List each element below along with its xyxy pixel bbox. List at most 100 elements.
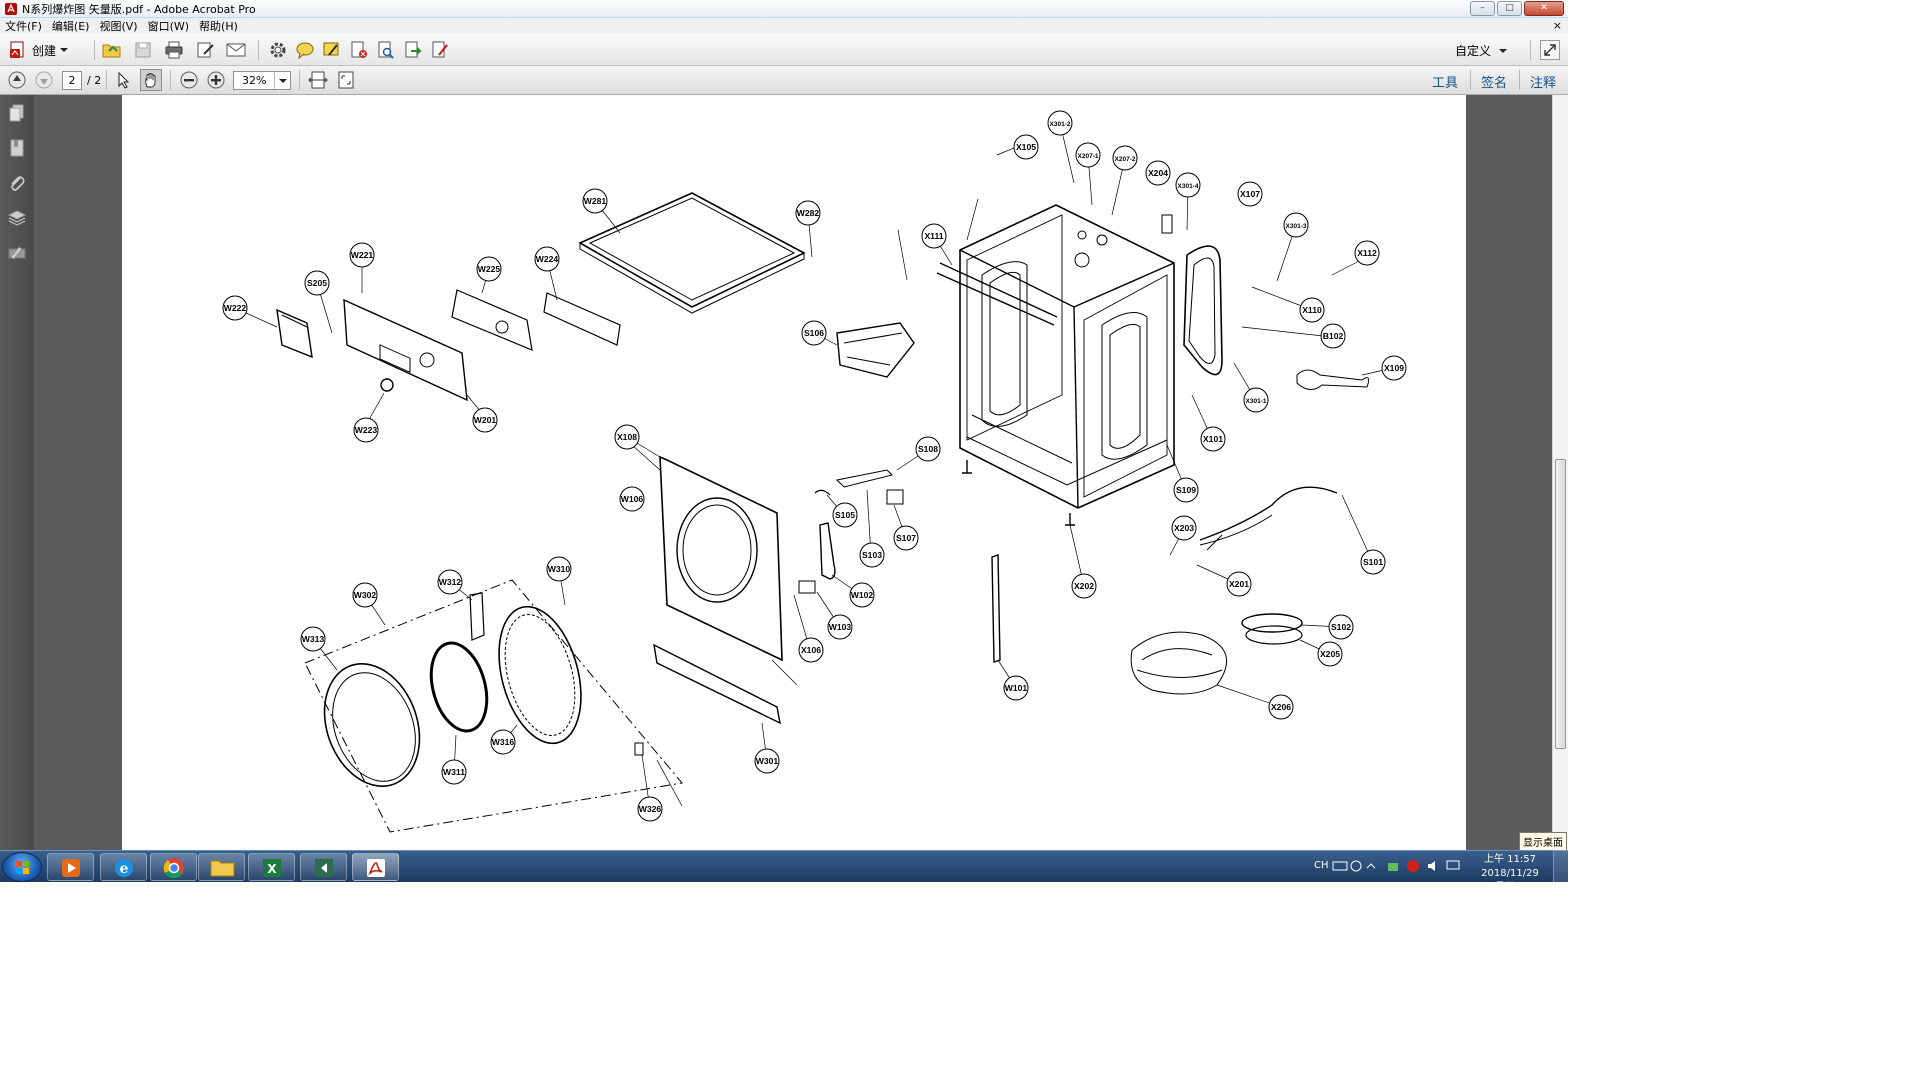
- part-callout: X109: [1381, 355, 1407, 381]
- part-callout-label: X201: [1229, 579, 1249, 589]
- part-callout-label: X105: [1016, 142, 1036, 152]
- redact-icon[interactable]: [349, 40, 369, 60]
- wrench-tool: [1296, 369, 1370, 390]
- fit-page-icon[interactable]: [336, 70, 356, 90]
- show-desktop-button[interactable]: [1553, 850, 1568, 882]
- chrome-icon: [163, 858, 184, 879]
- edit-document-icon[interactable]: [196, 40, 216, 60]
- hand-tool-icon[interactable]: [140, 69, 162, 91]
- language-indicator[interactable]: CH: [1314, 860, 1329, 871]
- zoom-out-button[interactable]: [179, 70, 199, 90]
- attachment-icon[interactable]: [7, 173, 27, 193]
- page-thumbnails-icon[interactable]: [7, 103, 27, 123]
- previous-page-button[interactable]: [7, 70, 27, 90]
- toolbar-divider: [170, 70, 171, 90]
- cabinet-frame: [936, 204, 1175, 509]
- start-button[interactable]: [2, 852, 42, 882]
- part-callout: W103: [827, 614, 853, 640]
- leveling-foot: [962, 460, 972, 474]
- part-callout-label: W225: [478, 264, 501, 274]
- taskbar-media-player[interactable]: [47, 853, 94, 881]
- part-callout: X301-4: [1175, 172, 1201, 198]
- select-cursor-icon[interactable]: [113, 70, 133, 90]
- antivirus-icon[interactable]: [1406, 859, 1420, 873]
- export-document-icon[interactable]: [403, 40, 423, 60]
- layers-icon[interactable]: [7, 208, 27, 228]
- tab-tools[interactable]: 工具: [1432, 76, 1459, 91]
- part-callout-label: S107: [896, 533, 916, 543]
- taskbar-ie[interactable]: e: [100, 853, 147, 881]
- part-callout-label: W101: [1005, 683, 1028, 693]
- menu-help[interactable]: 帮助(H): [199, 20, 238, 33]
- door-assembly-boundary: [304, 579, 683, 833]
- customize-dropdown[interactable]: 自定义: [1455, 42, 1508, 59]
- save-icon[interactable]: [133, 40, 153, 60]
- power-cord: [1199, 486, 1338, 541]
- fit-width-icon[interactable]: [308, 70, 328, 90]
- minimize-button[interactable]: –: [1470, 1, 1495, 16]
- part-callout: S102: [1328, 614, 1354, 640]
- chevron-down-icon[interactable]: [274, 72, 290, 89]
- zoom-level-select[interactable]: 32%: [233, 71, 291, 90]
- bookmarks-icon[interactable]: [7, 138, 27, 158]
- gear-icon[interactable]: [268, 40, 288, 60]
- document-search-icon[interactable]: [376, 40, 396, 60]
- tab-comment[interactable]: 注释: [1530, 76, 1557, 91]
- display-icon[interactable]: [1446, 859, 1460, 873]
- volume-icon[interactable]: [1426, 859, 1440, 873]
- part-callout-label: W221: [351, 250, 374, 260]
- scrollbar-thumb[interactable]: [1555, 459, 1566, 749]
- svg-text:X: X: [267, 862, 277, 876]
- page-number-input[interactable]: 2: [62, 71, 82, 90]
- network-icon[interactable]: [1386, 859, 1400, 873]
- part-callout: S103: [859, 542, 885, 568]
- taskbar-chrome[interactable]: [150, 853, 197, 881]
- keyboard-icon[interactable]: [1332, 860, 1348, 872]
- sign-document-icon[interactable]: [430, 40, 450, 60]
- main-toolbar: 创建 自定义: [0, 34, 1568, 66]
- taskbar-acrobat[interactable]: [352, 853, 399, 881]
- next-page-button[interactable]: [34, 70, 54, 90]
- menu-window[interactable]: 窗口(W): [147, 20, 190, 33]
- vertical-scrollbar[interactable]: [1552, 95, 1568, 850]
- part-callout: W302: [352, 582, 378, 608]
- menu-file[interactable]: 文件(F): [5, 20, 42, 33]
- close-button[interactable]: ✕: [1524, 1, 1564, 16]
- print-icon[interactable]: [164, 40, 184, 60]
- system-tray: CH: [1310, 851, 1568, 883]
- svg-text:e: e: [120, 861, 129, 877]
- taskbar-excel[interactable]: X: [248, 853, 295, 881]
- menu-edit[interactable]: 编辑(E): [51, 20, 90, 33]
- part-callout: S205: [304, 270, 330, 296]
- signatures-icon[interactable]: [7, 243, 27, 263]
- part-callout: S108: [915, 436, 941, 462]
- part-callout-label: X204: [1148, 168, 1168, 178]
- comment-bubble-icon[interactable]: [295, 40, 315, 60]
- tab-sign[interactable]: 签名: [1481, 76, 1508, 91]
- email-icon[interactable]: [226, 40, 246, 60]
- taskbar-app[interactable]: [300, 853, 347, 881]
- acrobat-app-icon[interactable]: [4, 2, 18, 16]
- help-icon[interactable]: [1350, 859, 1362, 873]
- highlight-icon[interactable]: [322, 40, 342, 60]
- open-folder-icon[interactable]: [102, 40, 122, 60]
- arrow-down-icon: [35, 71, 53, 89]
- part-callout: W301: [754, 748, 780, 774]
- navigation-pane: [0, 95, 34, 850]
- part-callout: S109: [1173, 477, 1199, 503]
- part-callout-label: X301-1: [1246, 398, 1267, 405]
- part-callout: W326: [637, 796, 663, 822]
- menu-view[interactable]: 视图(V): [99, 20, 138, 33]
- tray-expand-icon[interactable]: [1366, 861, 1376, 871]
- zoom-in-button[interactable]: [206, 70, 226, 90]
- full-screen-button[interactable]: [1540, 40, 1560, 60]
- drain-hose: [819, 522, 836, 580]
- part-callout-label: B102: [1323, 331, 1344, 341]
- taskbar-explorer[interactable]: [198, 853, 245, 881]
- create-button[interactable]: 创建: [8, 39, 69, 61]
- part-callout: W281: [582, 188, 608, 214]
- close-document-button[interactable]: ×: [1552, 19, 1562, 32]
- taskbar-clock[interactable]: 上午 11:57 2018/11/29 星期四: [1480, 853, 1540, 895]
- maximize-button[interactable]: □: [1497, 1, 1522, 16]
